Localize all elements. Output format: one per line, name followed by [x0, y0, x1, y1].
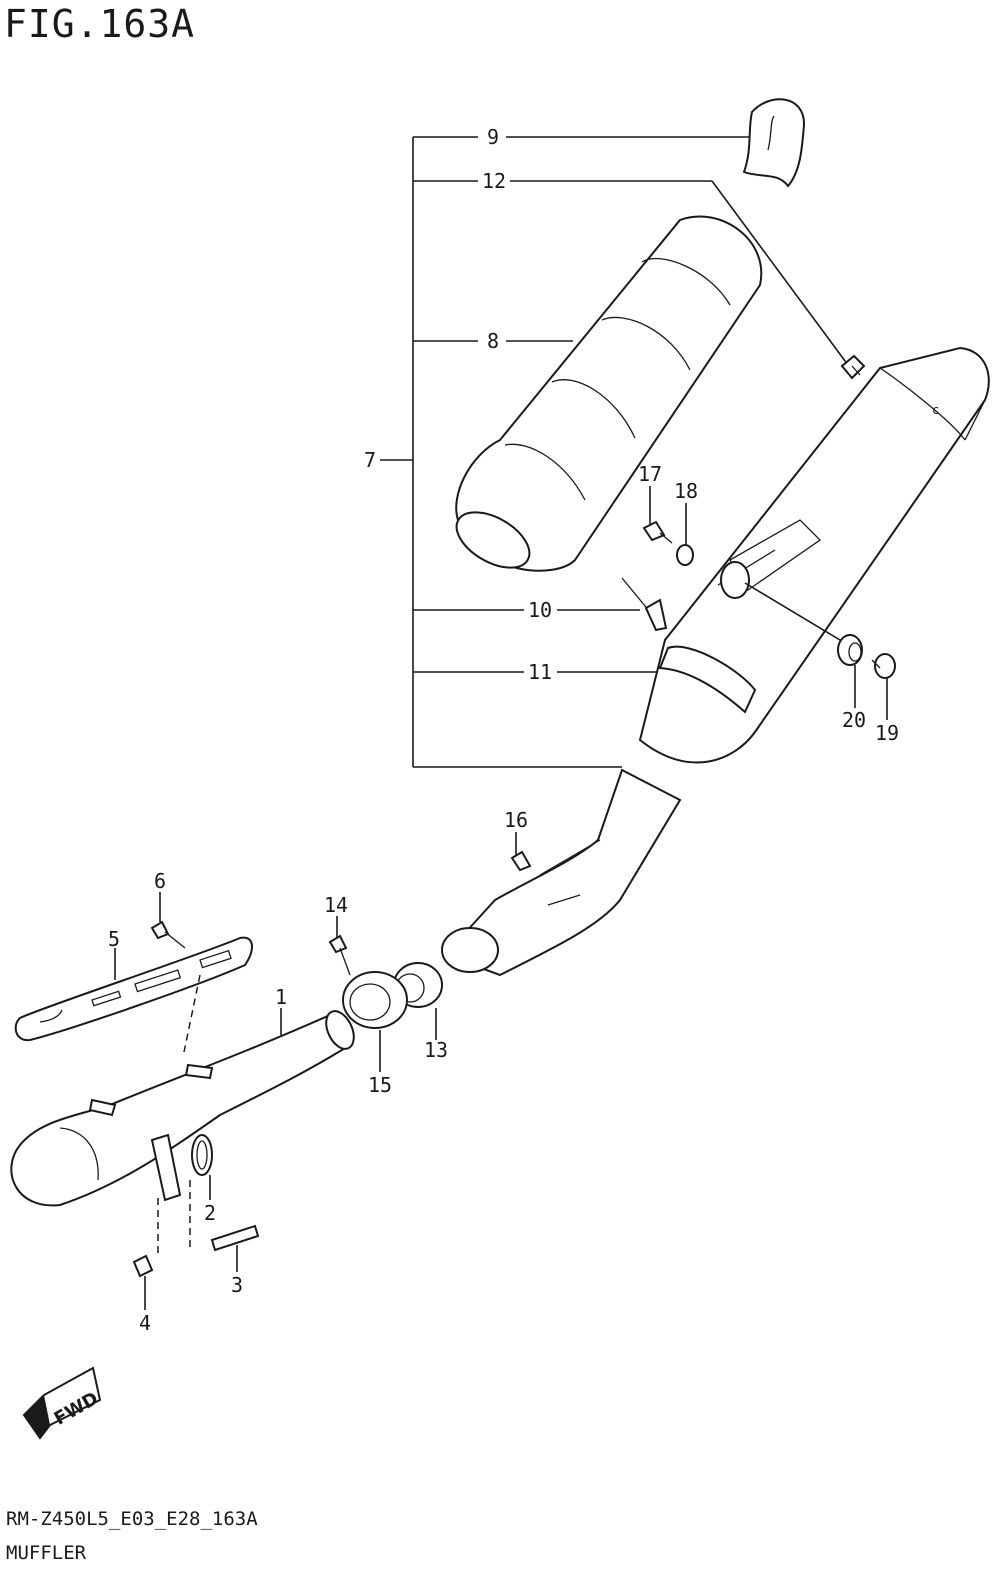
grommet-20 [837, 634, 863, 666]
end-cap-seal [742, 98, 806, 188]
collar-19 [871, 653, 896, 679]
callout-19: 19 [875, 721, 899, 745]
end-cap-bolt [840, 354, 866, 380]
callout-6: 6 [154, 869, 166, 893]
model-code: RM-Z450L5_E03_E28_163A [6, 1508, 258, 1530]
muffler-inlet-pipe [441, 768, 682, 977]
callout-12: 12 [482, 169, 506, 193]
callout-1: 1 [275, 985, 287, 1009]
figure-title: FIG.163A [4, 2, 196, 46]
callout-5: 5 [108, 927, 120, 951]
mount-bolt-17 [642, 520, 673, 544]
exhaust-pipe [10, 1010, 355, 1207]
section-name: MUFFLER [6, 1542, 87, 1564]
washer-18 [676, 544, 694, 566]
callout-18: 18 [674, 479, 698, 503]
callout-9: 9 [487, 125, 499, 149]
fwd-arrow-icon: FWD [22, 1366, 102, 1440]
heat-shield [14, 936, 253, 1042]
callout-10: 10 [528, 598, 552, 622]
assembly-bracket [380, 136, 849, 768]
callout-14: 14 [324, 893, 348, 917]
exhaust-gasket [191, 1134, 213, 1176]
pipe-bolt-16 [510, 850, 532, 872]
callout-11: 11 [528, 660, 552, 684]
silencer-packing [455, 215, 763, 572]
leader-lines [114, 486, 888, 1310]
heat-shield-bolt [150, 920, 186, 949]
clamp-bolt-14 [328, 934, 351, 976]
pipe-clamp [342, 971, 408, 1029]
callout-2: 2 [204, 1201, 216, 1225]
callout-15: 15 [368, 1073, 392, 1097]
muffler-body: c [638, 346, 990, 764]
callout-17: 17 [638, 462, 662, 486]
callout-8: 8 [487, 329, 499, 353]
callout-13: 13 [424, 1038, 448, 1062]
callout-7: 7 [364, 448, 376, 472]
callout-20: 20 [842, 708, 866, 732]
callout-labels: 1 2 3 4 5 6 7 8 9 10 11 12 13 14 15 16 1… [108, 125, 899, 1335]
callout-3: 3 [231, 1273, 243, 1297]
rivet [621, 577, 668, 632]
callout-4: 4 [139, 1311, 151, 1335]
exhaust-nut [132, 1254, 154, 1278]
svg-text:c: c [932, 403, 939, 417]
stud-bolt [210, 1224, 260, 1252]
callout-16: 16 [504, 808, 528, 832]
